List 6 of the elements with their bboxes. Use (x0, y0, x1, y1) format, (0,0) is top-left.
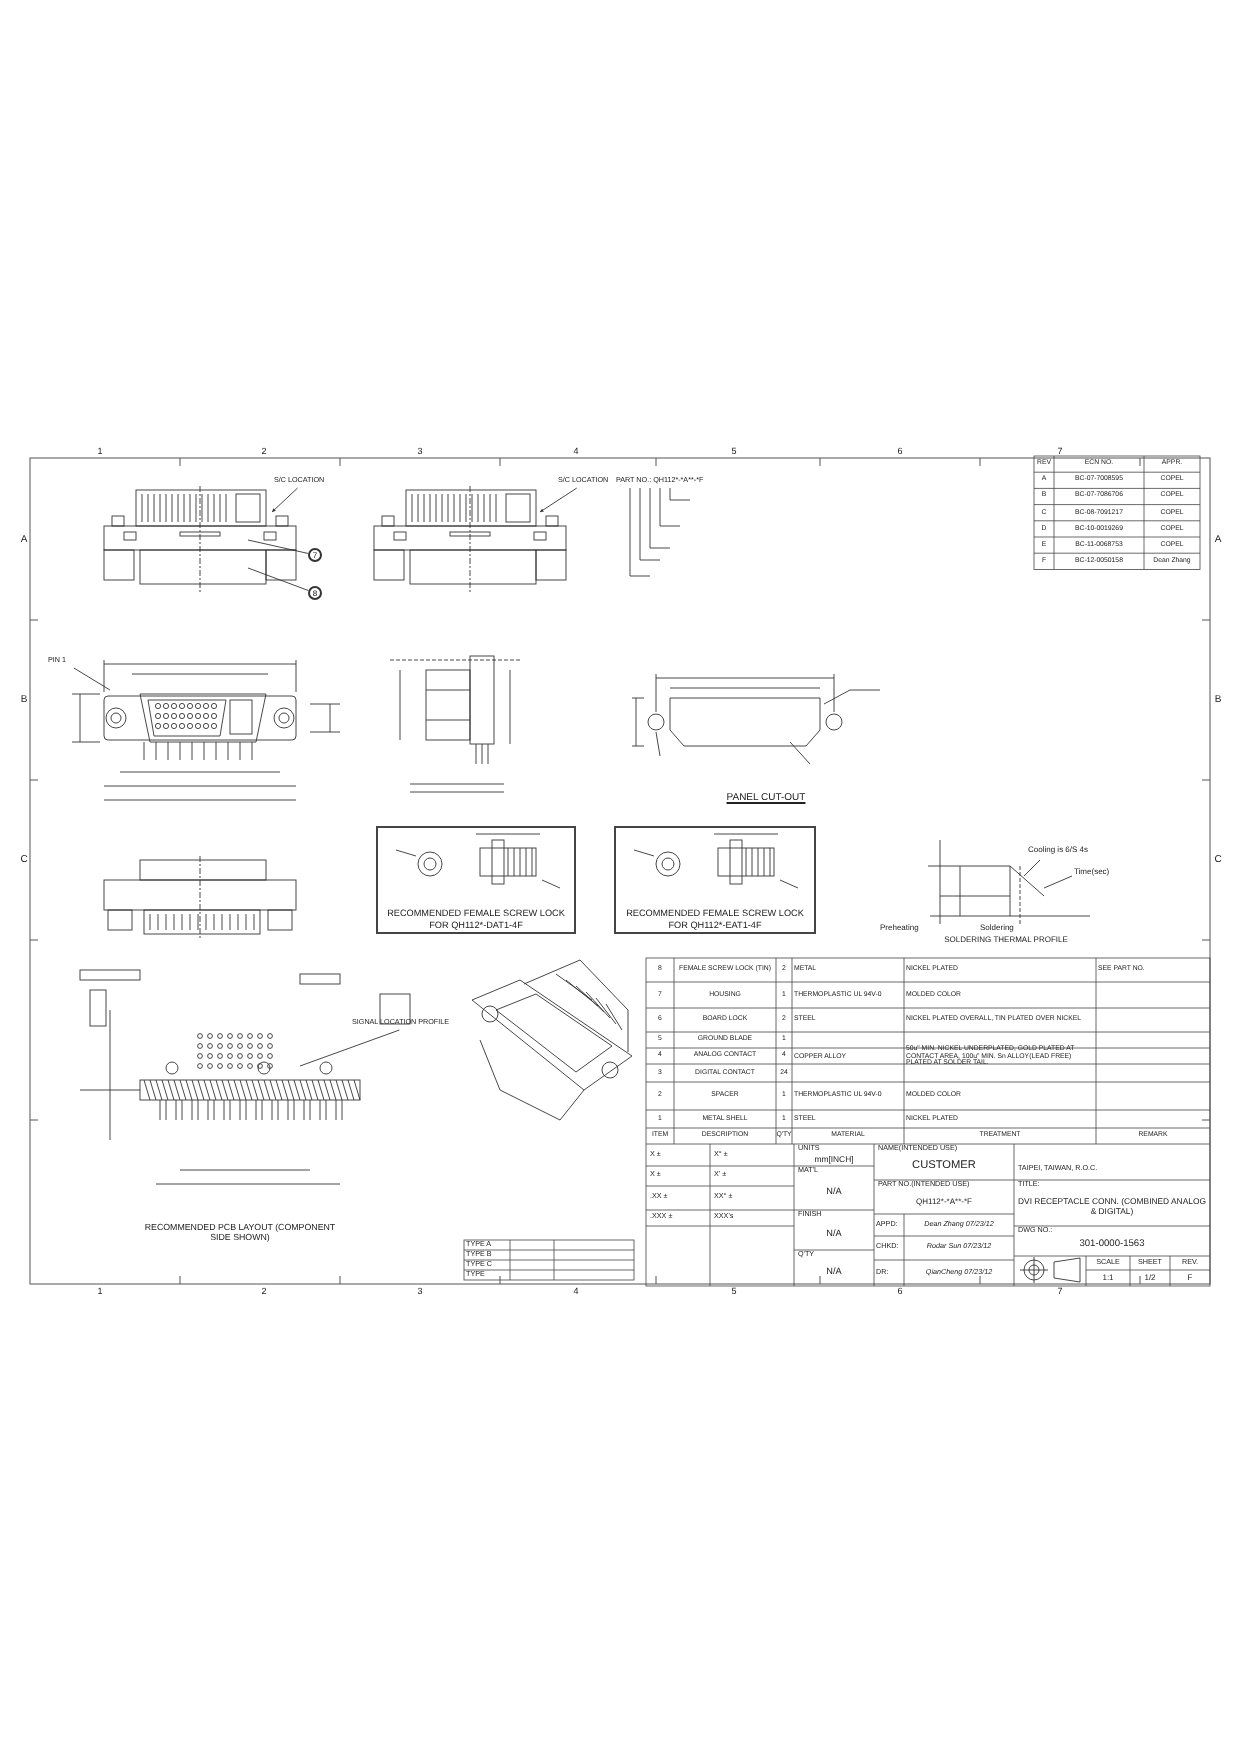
leader-line (73, 667, 111, 691)
leader-line (299, 1029, 400, 1067)
leader-line (247, 567, 309, 591)
detail-frame (376, 826, 576, 934)
detail-frame (614, 826, 816, 934)
leader-line (247, 539, 309, 554)
